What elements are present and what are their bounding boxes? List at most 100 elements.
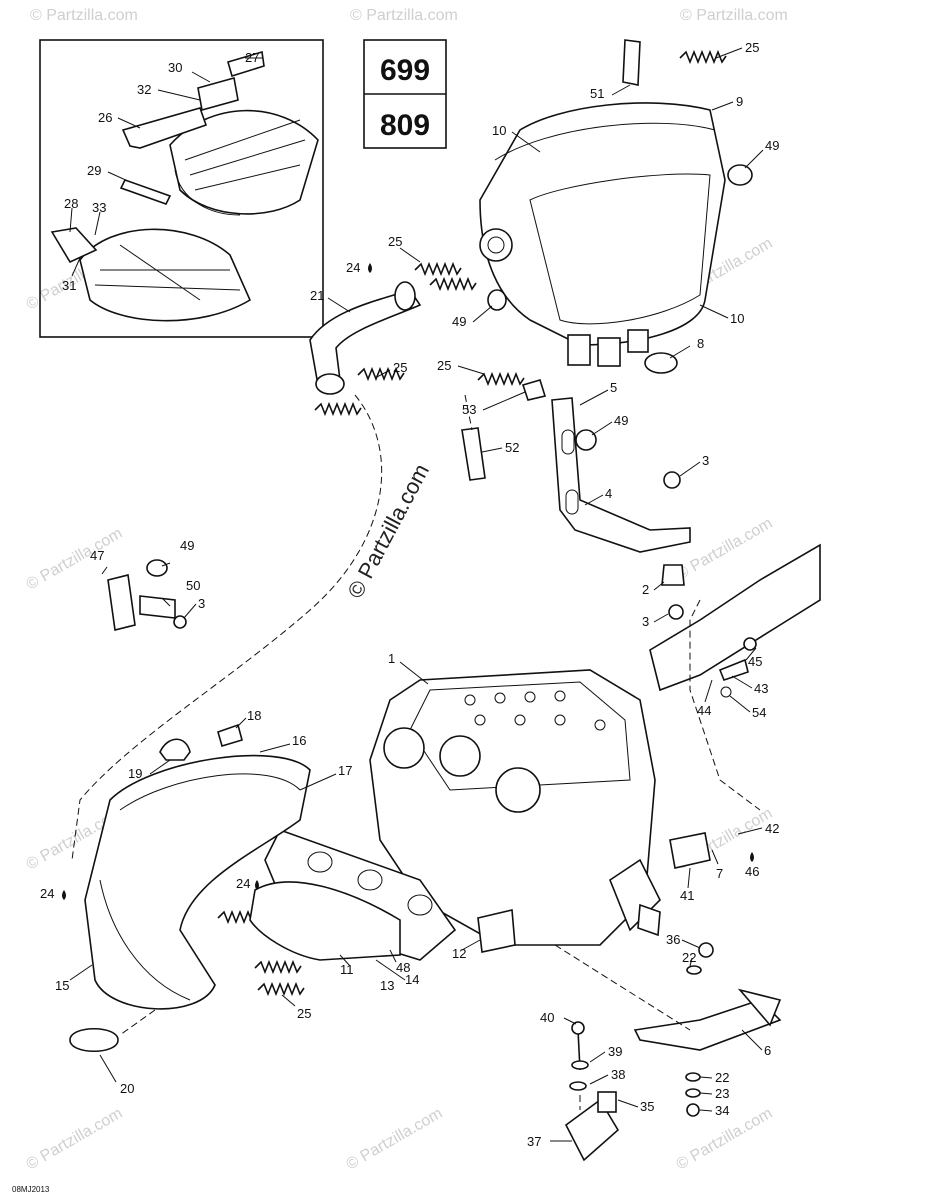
callout-52: 52 bbox=[505, 440, 519, 455]
grommet-49-mid bbox=[487, 289, 507, 311]
callout-2: 2 bbox=[642, 582, 649, 597]
callout-53: 53 bbox=[462, 402, 476, 417]
callout-49: 49 bbox=[180, 538, 194, 553]
callout-35: 35 bbox=[640, 1099, 654, 1114]
exhaust-manifold bbox=[249, 829, 516, 961]
nut-3-left bbox=[173, 615, 187, 629]
callout-22: 22 bbox=[715, 1070, 729, 1085]
callout-25: 25 bbox=[745, 40, 759, 55]
callout-48: 48 bbox=[396, 960, 410, 975]
pipe-15 bbox=[84, 754, 311, 1010]
carburetor-2 bbox=[439, 735, 481, 777]
callout-54: 54 bbox=[752, 705, 766, 720]
callout-37: 37 bbox=[527, 1134, 541, 1149]
callout-25: 25 bbox=[297, 1006, 311, 1021]
grommet-8 bbox=[644, 352, 678, 374]
callout-25: 25 bbox=[393, 360, 407, 375]
callout-32: 32 bbox=[137, 82, 151, 97]
callout-38: 38 bbox=[611, 1067, 625, 1082]
callout-3: 3 bbox=[642, 614, 649, 629]
gasket-17 bbox=[264, 829, 457, 961]
mount-bracket-37 bbox=[564, 1098, 620, 1162]
callout-25: 25 bbox=[437, 358, 451, 373]
inset-hood-panel bbox=[39, 39, 324, 338]
spring-25-e bbox=[477, 371, 525, 387]
callout-28: 28 bbox=[64, 196, 78, 211]
nut-36 bbox=[698, 942, 714, 958]
muffler-outlet bbox=[567, 334, 591, 366]
callout-24: 24 bbox=[346, 260, 360, 275]
gasket-12 bbox=[477, 909, 516, 953]
callout-9: 9 bbox=[736, 94, 743, 109]
watermark: © Partzilla.com bbox=[344, 1105, 446, 1174]
carburetor-3 bbox=[495, 767, 541, 813]
callout-6: 6 bbox=[764, 1043, 771, 1058]
drop-icon bbox=[255, 880, 259, 890]
spring-25-d bbox=[314, 401, 362, 417]
callout-22: 22 bbox=[682, 950, 696, 965]
callout-36: 36 bbox=[666, 932, 680, 947]
strip-29 bbox=[119, 179, 172, 205]
spring-25-h bbox=[257, 981, 305, 997]
callout-16: 16 bbox=[292, 733, 306, 748]
footer-code: 08MJ2013 bbox=[12, 1185, 50, 1194]
callout-34: 34 bbox=[715, 1103, 729, 1118]
model-code-box: 699 809 bbox=[363, 39, 447, 149]
drop-icon bbox=[750, 852, 754, 862]
callout-47: 47 bbox=[90, 548, 104, 563]
heat-shield-26 bbox=[121, 107, 208, 149]
model-code-bottom: 809 bbox=[380, 109, 430, 142]
callout-24: 24 bbox=[40, 886, 54, 901]
callout-24: 24 bbox=[236, 876, 250, 891]
plate-41 bbox=[669, 832, 711, 869]
callout-31: 31 bbox=[62, 278, 76, 293]
callout-51: 51 bbox=[590, 86, 604, 101]
callout-43: 43 bbox=[754, 681, 768, 696]
manifold-11 bbox=[249, 881, 401, 961]
callout-26: 26 bbox=[98, 110, 112, 125]
stud-44 bbox=[718, 658, 749, 681]
seat-outline bbox=[79, 228, 252, 322]
muffler-inlet bbox=[479, 228, 513, 262]
callout-10: 10 bbox=[730, 311, 744, 326]
bracket-52 bbox=[461, 427, 486, 481]
washer-54 bbox=[720, 686, 732, 698]
callout-labels: 27 30 32 26 29 28 33 31 25 51 9 10 49 10… bbox=[40, 40, 779, 1149]
callout-11: 11 bbox=[340, 962, 354, 977]
mount-2 bbox=[661, 564, 685, 586]
grommet-49-left bbox=[146, 559, 168, 577]
callout-29: 29 bbox=[87, 163, 101, 178]
callout-23: 23 bbox=[715, 1086, 729, 1101]
springs bbox=[217, 49, 727, 997]
callout-17: 17 bbox=[338, 763, 352, 778]
callout-41: 41 bbox=[680, 888, 694, 903]
watermark-center: © Partzilla.com bbox=[342, 460, 434, 603]
callout-18: 18 bbox=[247, 708, 261, 723]
callout-19: 19 bbox=[128, 766, 142, 781]
callout-50: 50 bbox=[186, 578, 200, 593]
nut-3-a bbox=[663, 471, 681, 489]
callout-30: 30 bbox=[168, 60, 182, 75]
callout-49: 49 bbox=[765, 138, 779, 153]
watermark: © Partzilla.com bbox=[680, 7, 788, 24]
callout-1: 1 bbox=[388, 651, 395, 666]
hood-outline bbox=[169, 109, 319, 215]
bracket-51 bbox=[622, 39, 641, 86]
bolt-40 bbox=[571, 1021, 585, 1035]
callout-12: 12 bbox=[452, 946, 466, 961]
callout-33: 33 bbox=[92, 200, 106, 215]
callout-49: 49 bbox=[452, 314, 466, 329]
muffler-assembly bbox=[479, 39, 753, 374]
nut-45 bbox=[743, 637, 757, 651]
callout-14: 14 bbox=[405, 972, 419, 987]
callout-4: 4 bbox=[605, 486, 612, 501]
washer-38 bbox=[569, 1081, 587, 1091]
callout-8: 8 bbox=[697, 336, 704, 351]
frame-rail bbox=[649, 543, 821, 698]
callout-15: 15 bbox=[55, 978, 69, 993]
callout-42: 42 bbox=[765, 821, 779, 836]
callout-25: 25 bbox=[388, 234, 402, 249]
grommet-49-top bbox=[727, 164, 753, 186]
routing-lines bbox=[71, 394, 761, 1110]
